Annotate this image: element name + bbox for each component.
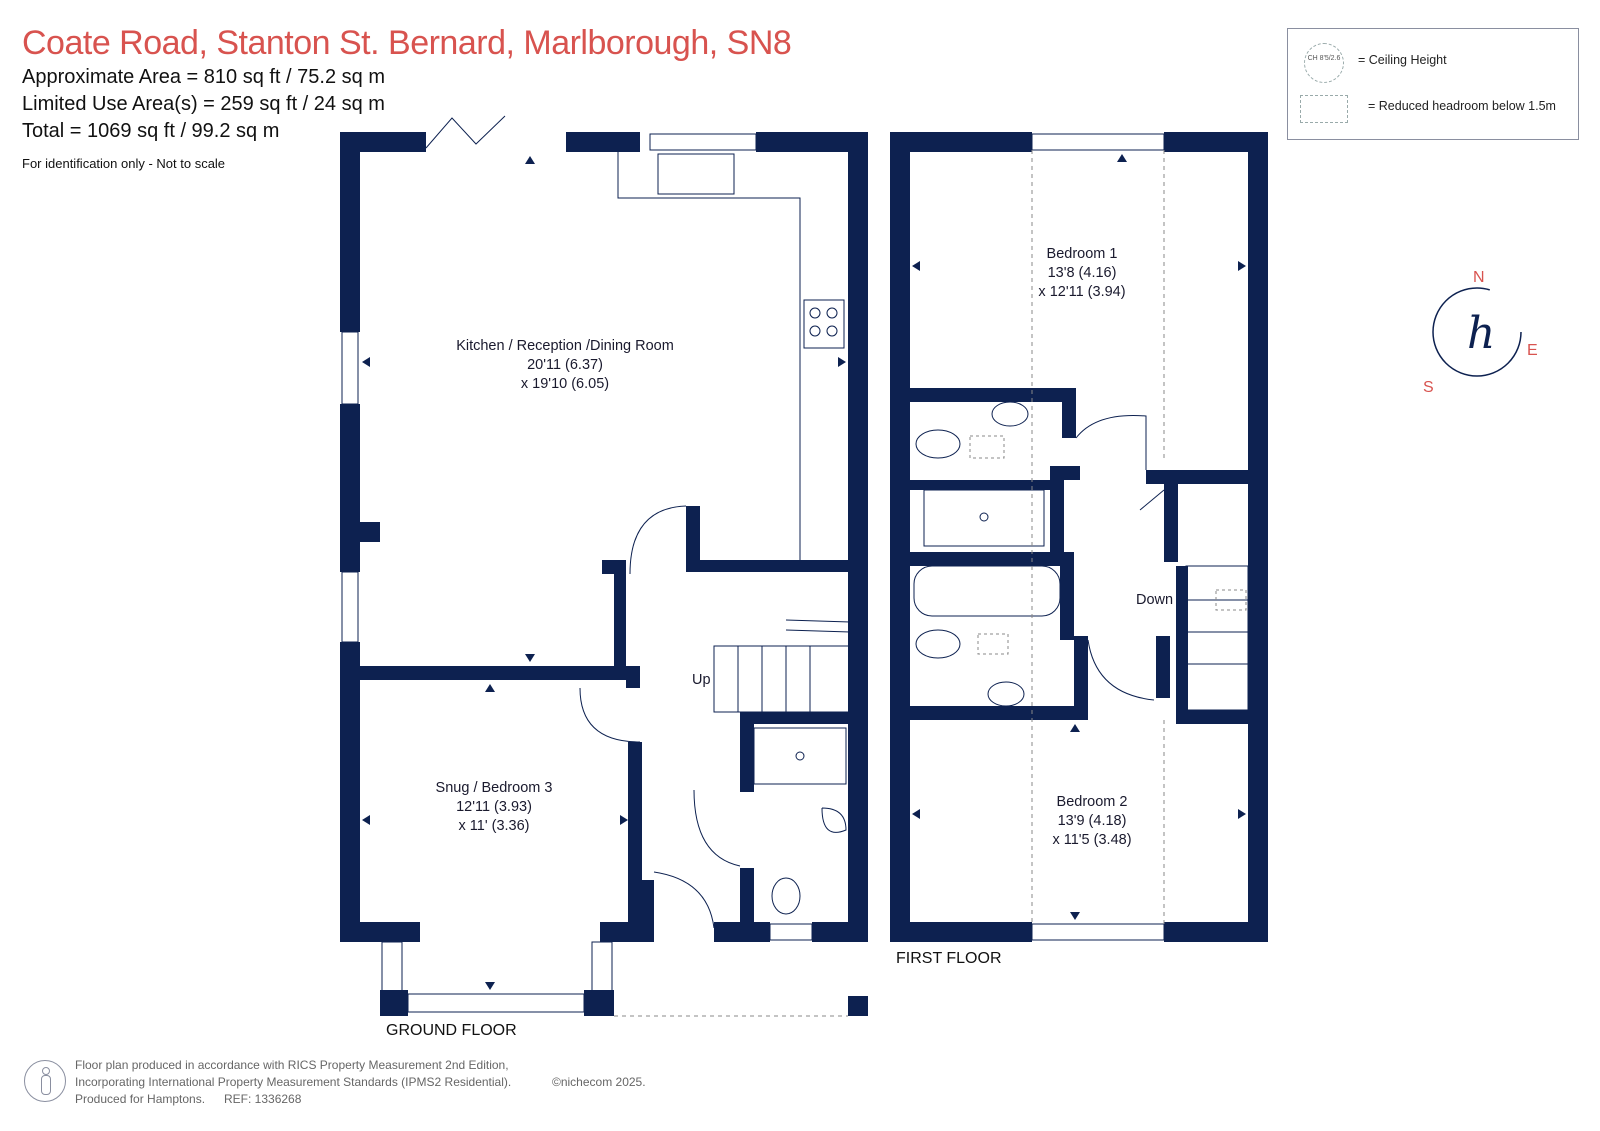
compass-logo-icon: h N E S W	[1423, 270, 1538, 396]
ground-floor-label: GROUND FLOOR	[386, 1022, 517, 1039]
compass-e: E	[1527, 342, 1538, 359]
approximate-area: Approximate Area = 810 sq ft / 75.2 sq m	[22, 66, 385, 88]
first-floor-walls	[890, 132, 1268, 942]
plan-details	[341, 115, 1249, 1017]
dimension-arrows	[362, 154, 1246, 990]
ground-floor-walls	[340, 132, 868, 1016]
legend: CH 8'5/2.6 = Ceiling Height = Reduced he…	[1287, 28, 1579, 140]
bedroom2-dim1: 13'9 (4.18)	[1058, 813, 1127, 829]
identification-note: For identification only - Not to scale	[22, 156, 226, 171]
snug-name: Snug / Bedroom 3	[436, 780, 553, 796]
bedroom2-name: Bedroom 2	[1057, 794, 1128, 810]
stairs-down-label: Down	[1136, 592, 1173, 608]
kitchen-name: Kitchen / Reception /Dining Room	[456, 338, 674, 354]
limited-use-area: Limited Use Area(s) = 259 sq ft / 24 sq …	[22, 93, 385, 115]
property-title: Coate Road, Stanton St. Bernard, Marlbor…	[22, 24, 792, 62]
person-info-icon	[24, 1060, 66, 1102]
reduced-headroom-icon	[1300, 95, 1348, 123]
reduced-headroom-label: = Reduced headroom below 1.5m	[1368, 99, 1556, 113]
logo-letter: h	[1467, 308, 1495, 359]
bedroom1-dim1: 13'8 (4.16)	[1048, 265, 1117, 281]
footer-ref: REF: 1336268	[224, 1092, 302, 1106]
stairs-up-label: Up	[692, 672, 711, 688]
ceiling-height-label: = Ceiling Height	[1358, 53, 1447, 67]
footer-line1: Floor plan produced in accordance with R…	[75, 1058, 509, 1072]
footer-copyright: ©nichecom 2025.	[552, 1075, 646, 1089]
ceiling-height-icon: CH 8'5/2.6	[1304, 43, 1344, 83]
snug-dim2: x 11' (3.36)	[458, 818, 529, 834]
bedroom1-dim2: x 12'11 (3.94)	[1038, 284, 1125, 300]
footer-line2: Incorporating International Property Mea…	[75, 1075, 512, 1089]
kitchen-dim2: x 19'10 (6.05)	[521, 376, 609, 392]
compass-n: N	[1473, 270, 1485, 286]
footer-line3: Produced for Hamptons.	[75, 1092, 206, 1106]
compass-s: S	[1423, 379, 1434, 396]
kitchen-dim1: 20'11 (6.37)	[527, 357, 603, 373]
bedroom2-dim2: x 11'5 (3.48)	[1052, 832, 1131, 848]
bedroom1-name: Bedroom 1	[1047, 246, 1118, 262]
snug-dim1: 12'11 (3.93)	[456, 799, 532, 815]
total-area: Total = 1069 sq ft / 99.2 sq m	[22, 120, 280, 142]
first-floor-label: FIRST FLOOR	[896, 950, 1002, 967]
